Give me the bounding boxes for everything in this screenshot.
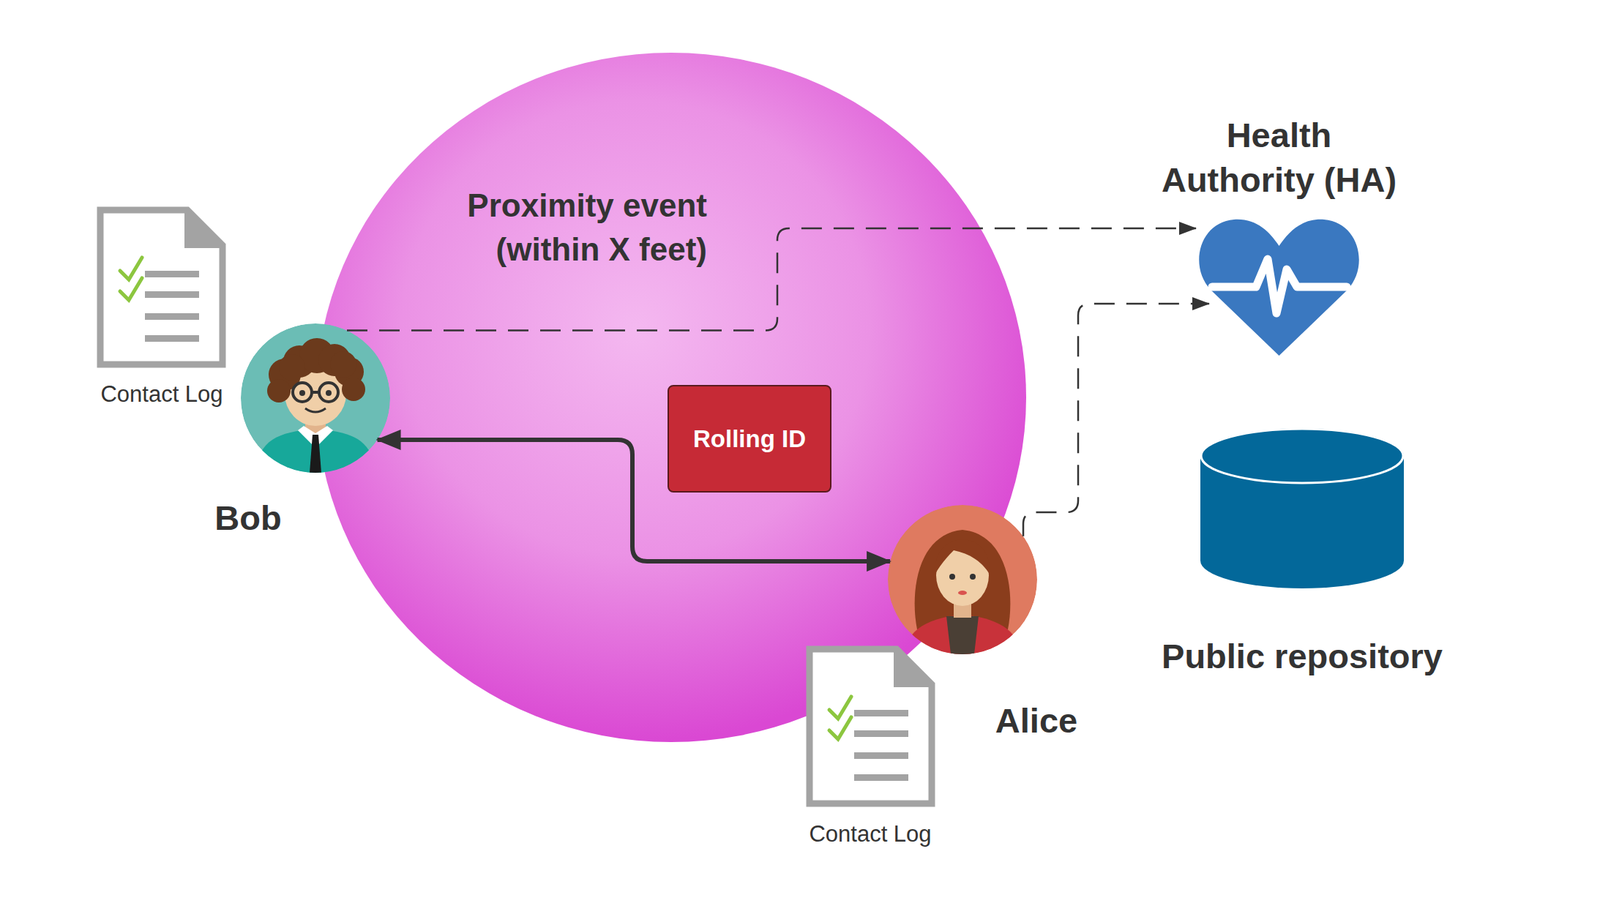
node-label: Bob xyxy=(174,497,322,539)
rolling-id-box: Rolling ID xyxy=(667,384,832,493)
alice-avatar-shape xyxy=(887,505,1038,655)
alice-avatar: Alice xyxy=(887,505,1038,655)
node-label: Contact Log xyxy=(753,820,987,848)
contact-log-icon-shape xyxy=(805,645,935,809)
node-label: Rolling ID xyxy=(693,424,806,454)
bob-avatar: Bob xyxy=(240,323,391,473)
contact-log-icon-shape xyxy=(96,206,227,368)
contact-log-icon: Contact Log xyxy=(96,206,227,368)
report-arrow xyxy=(1023,303,1210,537)
node-label: Proximity event (within X feet) xyxy=(443,183,708,272)
node-label: Health Authority (HA) xyxy=(1152,112,1406,203)
public-repository-db-shape xyxy=(1198,426,1406,590)
bob-avatar-shape xyxy=(240,323,391,473)
contact-log-icon: Contact Log xyxy=(805,645,935,809)
node-label: Contact Log xyxy=(45,380,279,408)
health-authority-heart: Health Authority (HA) xyxy=(1195,216,1363,358)
health-authority-heart-shape xyxy=(1195,216,1363,358)
node-label: Public repository xyxy=(1119,636,1486,678)
public-repository-db: Public repository xyxy=(1198,426,1406,590)
node-label: Alice xyxy=(963,700,1110,742)
